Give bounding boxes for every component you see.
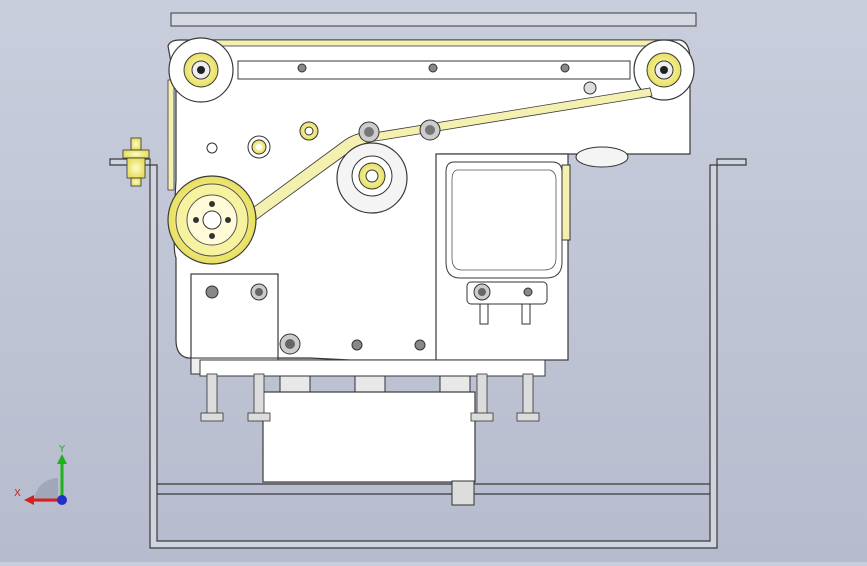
base-strip[interactable]: [199, 359, 546, 377]
outer-tray[interactable]: [109, 158, 747, 549]
belt-top[interactable]: [195, 39, 673, 47]
x-axis-label: X: [14, 488, 21, 499]
lower-bracket[interactable]: [190, 273, 279, 375]
side-fitting[interactable]: [122, 137, 150, 187]
support-block[interactable]: [262, 391, 476, 483]
motor-housing[interactable]: [435, 153, 571, 361]
drain-fitting[interactable]: [451, 480, 475, 506]
pulley-top-right[interactable]: [633, 39, 695, 101]
belt-left[interactable]: [167, 79, 175, 191]
pulley-top-left[interactable]: [168, 37, 234, 103]
coordinate-triad: Y X: [14, 444, 67, 505]
y-axis-label: Y: [58, 444, 66, 455]
pulley-middle[interactable]: [336, 142, 408, 214]
tensioner-wheel[interactable]: [575, 146, 629, 168]
top-plate[interactable]: [170, 12, 697, 27]
leveling-bolts[interactable]: [200, 373, 540, 422]
drive-pulley[interactable]: [167, 175, 257, 265]
